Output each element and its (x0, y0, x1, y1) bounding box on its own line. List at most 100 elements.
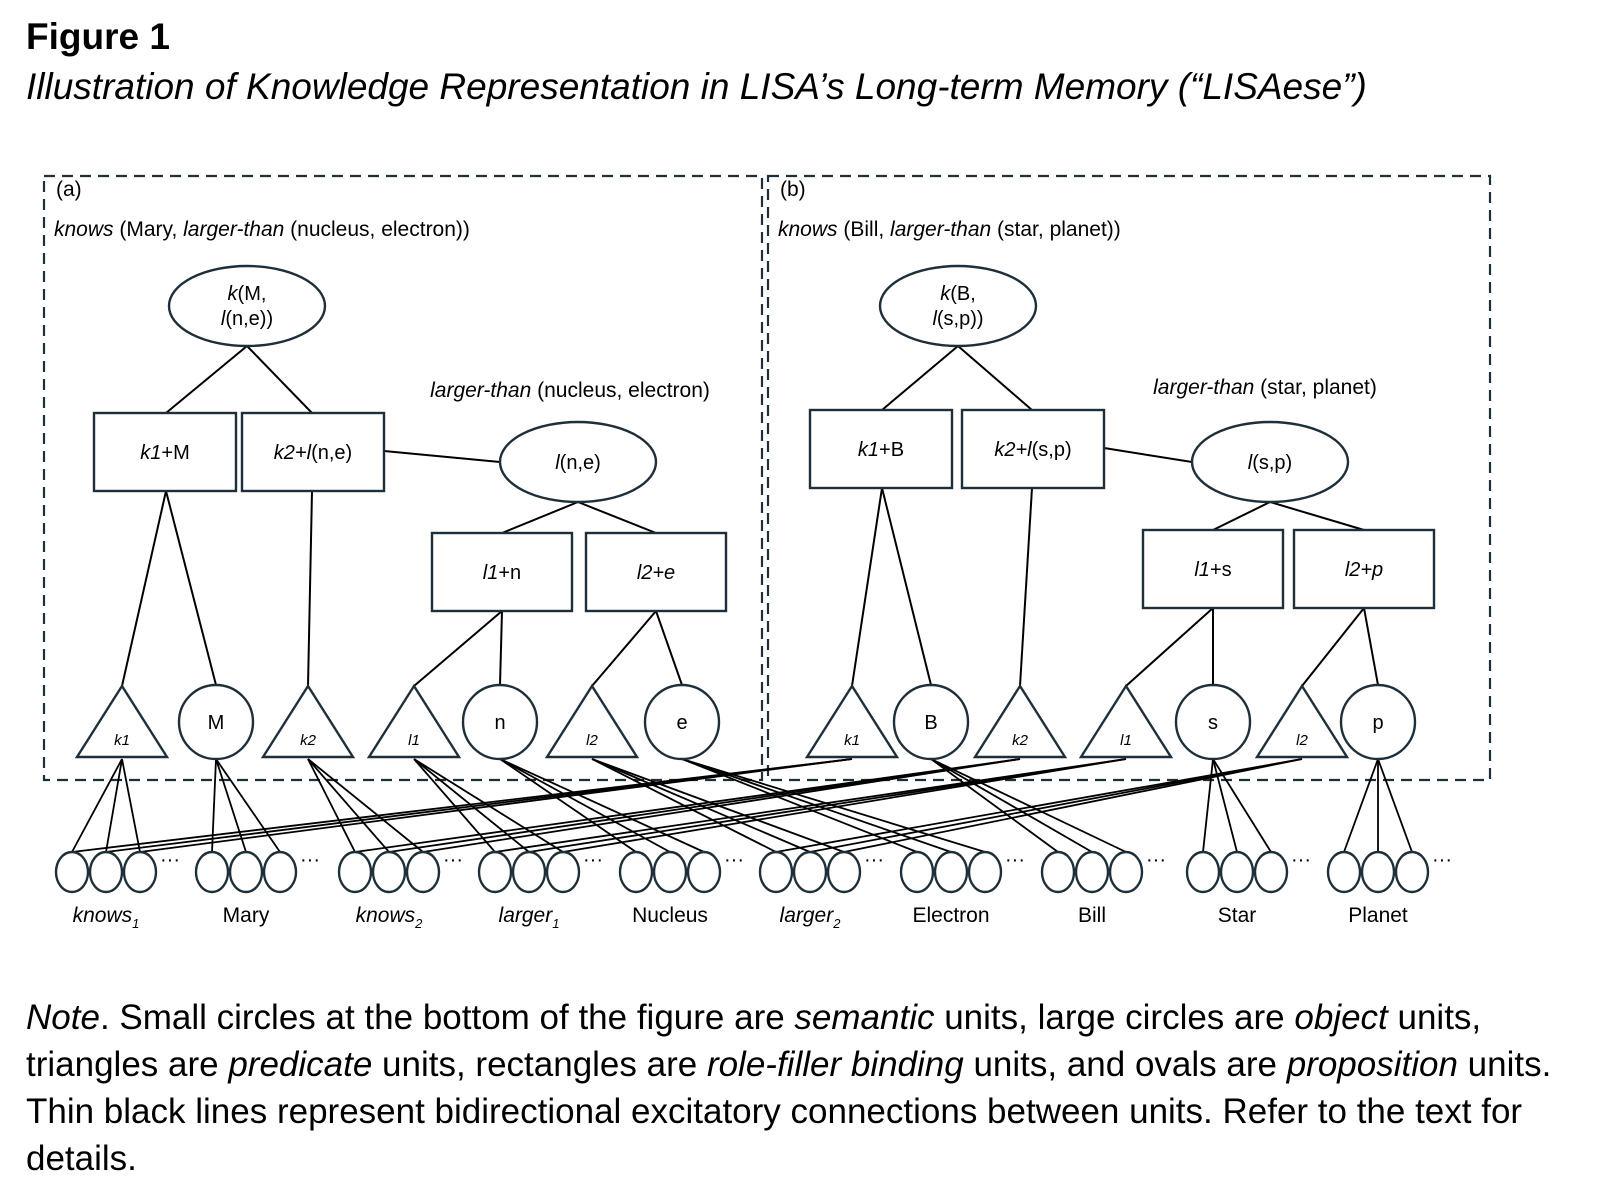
role-binding-unit (1141, 528, 1285, 610)
proposition-unit-label: k(M, (228, 283, 267, 305)
role-binding-unit (808, 408, 954, 490)
connection-line (165, 345, 248, 414)
predicate-unit-label: l1 (1120, 732, 1132, 749)
predicate-unit (804, 683, 900, 759)
semantic-connection (843, 758, 1303, 853)
note-text: units, triangles are (26, 998, 1482, 1084)
semantic-group-label: Nucleus (632, 904, 708, 927)
predicate-unit-label: k2 (1012, 732, 1029, 749)
semantic-unit (1326, 850, 1362, 894)
note-text: . Small circles at the bottom of the fig… (99, 998, 795, 1037)
connection-line (881, 487, 932, 686)
ellipsis: ··· (300, 849, 320, 871)
semantic-group-label: larger2 (780, 904, 842, 931)
object-unit-label: M (208, 712, 225, 734)
role-binding-unit (92, 411, 238, 493)
proposition-unit (878, 264, 1038, 348)
semantic-unit (826, 850, 862, 894)
semantic-unit (1074, 850, 1110, 894)
semantic-connection (307, 758, 356, 853)
connection-line (501, 501, 579, 534)
semantic-group-label: larger1 (499, 904, 560, 931)
connection-line (1363, 607, 1379, 686)
semantic-unit (1040, 850, 1076, 894)
object-unit (643, 683, 721, 761)
ellipsis: ··· (443, 849, 463, 871)
semantic-unit (792, 850, 828, 894)
semantic-unit (1108, 850, 1144, 894)
connection-line (165, 490, 217, 686)
semantic-connection (499, 758, 671, 853)
ellipsis: ··· (160, 849, 180, 871)
connection-lines (71, 345, 1413, 853)
role-binding-label: k1+M (140, 442, 189, 464)
note-text: units. Thin black lines represent bidire… (26, 1045, 1552, 1178)
note-emphasis: role-filler binding (706, 1045, 964, 1084)
semantic-connection (307, 758, 390, 853)
predicate-unit (972, 683, 1068, 759)
figure-note: Note. Small circles at the bottom of the… (26, 994, 1596, 1182)
role-binding-unit (584, 531, 728, 613)
connection-line (121, 490, 167, 687)
semantic-connection (215, 758, 247, 853)
connection-line (1125, 607, 1214, 687)
role-binding-unit (240, 411, 386, 493)
role-binding-unit (1292, 528, 1436, 610)
semantic-connection (1343, 758, 1379, 853)
role-binding-label: l2+e (637, 562, 675, 584)
proposition-unit (167, 264, 327, 348)
figure-title: Illustration of Knowledge Representation… (26, 66, 1367, 107)
semantic-group-label: Electron (912, 904, 989, 927)
panel-frame-a (42, 174, 764, 782)
note-emphasis: semantic (794, 998, 935, 1037)
semantic-unit (933, 850, 969, 894)
predicate-unit-label: l2 (1296, 732, 1308, 749)
proposition-unit-label: l(s,p) (1248, 452, 1292, 474)
semantic-connection (930, 758, 1093, 853)
semantic-group-label: Star (1218, 904, 1257, 927)
ellipsis: ··· (1432, 849, 1452, 871)
semantic-unit (1219, 850, 1255, 894)
note-emphasis: object (1294, 998, 1388, 1037)
proposition-unit (1190, 420, 1350, 504)
semantic-unit (618, 850, 654, 894)
semantic-group-label: knows2 (356, 904, 424, 931)
object-unit (892, 683, 970, 761)
connection-line (307, 490, 313, 687)
note-emphasis: predicate (228, 1045, 373, 1084)
panel-label: (b) (780, 178, 806, 201)
role-binding-label: k2+l(n,e) (274, 442, 352, 464)
semantic-group-label: knows1 (73, 904, 140, 931)
role-binding-label: l1+n (483, 562, 521, 584)
semantic-unit (967, 850, 1003, 894)
connection-line (1269, 501, 1365, 531)
semantic-unit (758, 850, 794, 894)
connection-line (1103, 447, 1193, 463)
sub-proposition-caption: larger-than (nucleus, electron) (430, 379, 710, 402)
semantic-unit (1253, 850, 1289, 894)
semantic-unit (1185, 850, 1221, 894)
connection-line (1301, 607, 1365, 687)
semantic-unit (899, 850, 935, 894)
semantic-connection (413, 758, 564, 853)
semantic-connection (215, 758, 281, 853)
ellipsis: ··· (1291, 849, 1311, 871)
sub-proposition-caption: larger-than (star, planet) (1153, 376, 1377, 399)
semantic-unit (54, 850, 90, 894)
ellipsis: ··· (724, 849, 744, 871)
ellipsis: ··· (1005, 849, 1025, 871)
note-emphasis: proposition (1286, 1045, 1458, 1084)
semantic-unit (1394, 850, 1430, 894)
object-unit (1339, 683, 1417, 761)
semantic-group-label: Planet (1348, 904, 1408, 927)
connection-line (1212, 501, 1271, 531)
semantic-connection (307, 758, 424, 853)
note-emphasis: Note (26, 998, 100, 1037)
semantic-connection (413, 758, 530, 853)
unit-nodes (74, 264, 1436, 761)
proposition-unit (498, 420, 658, 504)
role-binding-unit (960, 408, 1106, 490)
object-unit (177, 683, 255, 761)
panel-label: (a) (56, 178, 82, 201)
